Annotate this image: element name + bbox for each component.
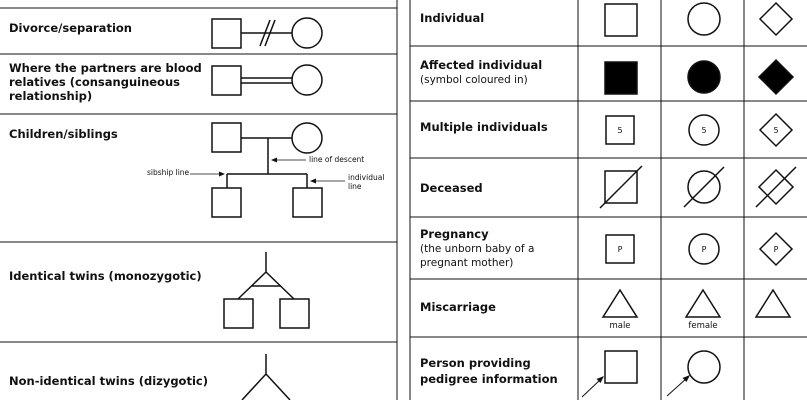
miscarriage-female-caption: female [688, 321, 717, 331]
proband-symbols [581, 350, 721, 398]
sibship-line-label: sibship line [147, 168, 190, 177]
deceased-female-circle [687, 170, 721, 204]
consanguineous-label-line-3: relationship) [9, 89, 92, 103]
pedigree-info-label-line-1: Person providing [420, 356, 531, 370]
pregnancy-sub-line-1: (the unborn baby of a [420, 243, 534, 255]
row-multiple-label: Multiple individuals [420, 120, 548, 134]
multiple-numbers: 5 5 5 [617, 126, 778, 135]
row-identical-twins-label: Identical twins (monozygotic) [9, 269, 202, 283]
identical-twins-symbol [223, 252, 310, 329]
unknown-sex-diamond [758, 1, 794, 37]
pregnancy-unknown-diamond [758, 231, 794, 267]
male-square [604, 3, 638, 37]
individual-symbols [604, 1, 794, 37]
deceased-symbols [599, 165, 797, 209]
multiple-male-number: 5 [617, 126, 622, 135]
pregnancy-unknown-letter: P [774, 245, 779, 254]
pregnancy-female-circle [688, 233, 720, 265]
pregnancy-symbols [605, 231, 794, 267]
row-affected-sub: (symbol coloured in) [420, 74, 528, 86]
row-individual-label: Individual [420, 11, 484, 25]
multiple-female-circle [688, 114, 720, 146]
multiple-unknown-diamond [758, 112, 794, 148]
affected-female-circle [687, 60, 721, 94]
deceased-unknown-diamond [757, 168, 795, 206]
multiple-female-number: 5 [701, 126, 706, 135]
individual-line-label-line-2: line [348, 182, 362, 191]
female-circle [687, 2, 721, 36]
miscarriage-captions: male female [609, 321, 717, 331]
multiple-symbols [605, 112, 794, 148]
proband-female-circle [687, 350, 721, 384]
proband-male-square [604, 350, 638, 384]
affected-unknown-diamond [757, 58, 795, 96]
affected-symbols [604, 58, 795, 96]
individual-line-label-line-1: individual [348, 173, 384, 182]
row-pregnancy-sub: (the unborn baby of a pregnant mother) [420, 243, 538, 269]
children-annotations: line of descent sibship line individual … [147, 155, 387, 191]
left-table-grid [0, 0, 398, 400]
right-labels: Individual Affected individual (symbol c… [420, 11, 558, 386]
row-divorce-label: Divorce/separation [9, 21, 132, 35]
row-miscarriage-label: Miscarriage [420, 300, 496, 314]
consanguineous-label-line-1: Where the partners are blood [9, 61, 202, 75]
pregnancy-male-letter: P [618, 245, 623, 254]
right-table-grid [409, 0, 807, 400]
nonidentical-twins-symbol [241, 354, 291, 400]
row-deceased-label: Deceased [420, 181, 483, 195]
miscarriage-female-triangle [684, 288, 722, 318]
pregnancy-male-square [605, 234, 635, 264]
consanguineous-label-line-2: relatives (consanguineous [9, 75, 180, 89]
consanguineous-symbol [211, 64, 323, 96]
pregnancy-sub-line-2: pregnant mother) [420, 257, 513, 269]
multiple-unknown-number: 5 [773, 126, 778, 135]
line-of-descent-label: line of descent [309, 155, 364, 164]
row-affected-label: Affected individual [420, 58, 542, 72]
individual-line-label: individual line [348, 173, 387, 191]
left-labels: Divorce/separation Where the partners ar… [9, 21, 208, 388]
divorce-symbol [211, 17, 323, 49]
multiple-male-square [605, 115, 635, 145]
pedigree-info-label-line-2: pedigree information [420, 372, 558, 386]
row-pregnancy-label: Pregnancy [420, 227, 489, 241]
row-nonidentical-twins-label: Non-identical twins (dizygotic) [9, 374, 208, 388]
deceased-male-square [604, 170, 638, 204]
miscarriage-symbols [601, 288, 792, 318]
miscarriage-male-triangle [601, 288, 639, 318]
miscarriage-unknown-triangle [754, 288, 792, 318]
affected-male-square [604, 61, 638, 95]
row-children-label: Children/siblings [9, 127, 118, 141]
pregnancy-female-letter: P [702, 245, 707, 254]
pregnancy-letters: P P P [618, 245, 779, 254]
row-pedigree-info-label: Person providing pedigree information [420, 356, 558, 386]
children-siblings-symbol [190, 122, 345, 218]
row-consanguineous-label: Where the partners are blood relatives (… [9, 61, 206, 103]
miscarriage-male-caption: male [609, 321, 630, 331]
